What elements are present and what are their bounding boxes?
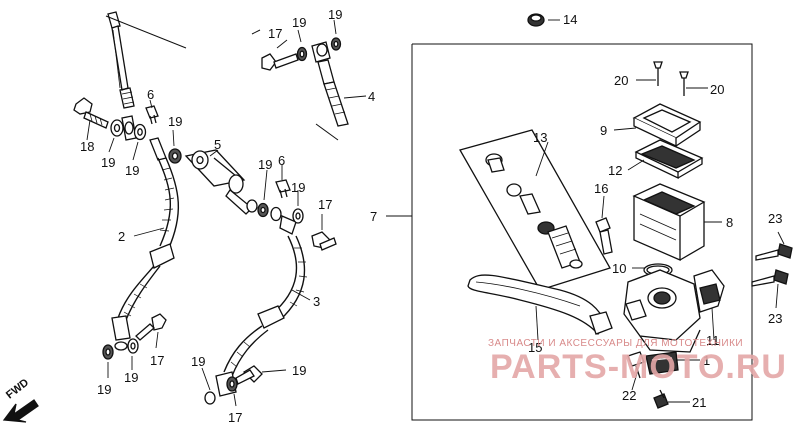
lower-fitting [204,365,263,405]
banjo-bolt-18 [73,97,109,129]
brake-hose-4 [251,29,349,141]
bolt-16 [595,217,613,255]
banjo-top [311,41,331,63]
label-part-19: 19 [292,15,307,30]
bleeder-6-top [145,105,159,125]
label-part-17: 17 [228,410,243,425]
label-part-23: 23 [768,311,783,326]
brake-lever-15 [467,274,613,336]
label-part-6: 6 [278,153,286,168]
label-part-18: 18 [80,139,95,154]
label-part-19: 19 [292,363,307,378]
reservoir-cap-9 [632,103,702,148]
brake-hose-2 [111,137,179,351]
diaphragm-12 [634,139,704,180]
label-part-12: 12 [608,163,623,178]
cap-14 [527,13,545,27]
bolt-23-lower [751,269,789,287]
label-part-20: 20 [710,82,725,97]
screw-20-a [653,61,663,86]
label-part-7: 7 [370,209,378,224]
watermark-brand: PARTS-MOTO.RU [490,348,787,386]
washer-19-lower-left [102,344,114,360]
label-part-16: 16 [594,181,609,196]
bolt-17-right [311,231,337,251]
label-part-5: 5 [214,137,222,152]
screw-21 [653,389,669,409]
label-part-23: 23 [768,211,783,226]
label-part-19: 19 [97,382,112,397]
label-part-3: 3 [313,294,321,309]
reservoir-body-8 [632,183,706,261]
label-part-19: 19 [101,155,116,170]
label-part-14: 14 [563,12,578,27]
label-part-2: 2 [118,229,126,244]
label-part-1: 1 [703,353,711,368]
label-part-13: 13 [533,130,548,145]
switch-22 [627,351,645,379]
label-part-17: 17 [150,353,165,368]
label-part-20: 20 [614,73,629,88]
brake-joint-5 [168,148,269,218]
washer-19-top-b [330,37,342,51]
label-part-19: 19 [191,354,206,369]
label-part-8: 8 [726,215,734,230]
clamp-11 [693,269,725,313]
label-part-19: 19 [168,114,183,129]
upper-brake-hose [105,11,187,109]
label-part-22: 22 [622,388,637,403]
piston-kit-13 [459,129,611,291]
bolt-23-upper [755,243,793,261]
label-part-10: 10 [612,261,627,276]
label-part-19: 19 [291,180,306,195]
watermark-caption: ЗАПЧАСТИ И АКСЕССУАРЫ ДЛЯ МОТОТЕХНИКИ [488,338,744,349]
washer-19-top-a [296,46,308,62]
leader-lines [86,19,785,407]
label-part-17: 17 [318,197,333,212]
label-part-4: 4 [368,89,376,104]
master-cylinder-body [623,269,701,375]
master-cylinder-frame-7 [411,43,753,421]
banjo-fitting-upper [121,115,137,141]
label-part-19: 19 [124,370,139,385]
label-part-19: 19 [125,163,140,178]
label-part-11: 11 [706,333,720,348]
washer-19-lower-mid [127,338,139,354]
bleeder-6-mid [275,179,291,199]
washer-19-hose3-top [292,208,304,224]
bolt-17-top [261,53,299,71]
label-part-21: 21 [692,395,707,410]
label-part-19: 19 [328,7,343,22]
label-part-19: 19 [258,157,273,172]
label-part-9: 9 [600,123,608,138]
washer-19-left-top [110,119,124,137]
label-part-15: 15 [528,340,543,355]
screw-20-b [679,71,689,96]
bolt-17-lower-left [135,313,167,341]
label-part-6: 6 [147,87,155,102]
label-part-17: 17 [268,26,283,41]
fwd-arrow [2,399,39,423]
washer-19-upper-2 [133,123,147,141]
